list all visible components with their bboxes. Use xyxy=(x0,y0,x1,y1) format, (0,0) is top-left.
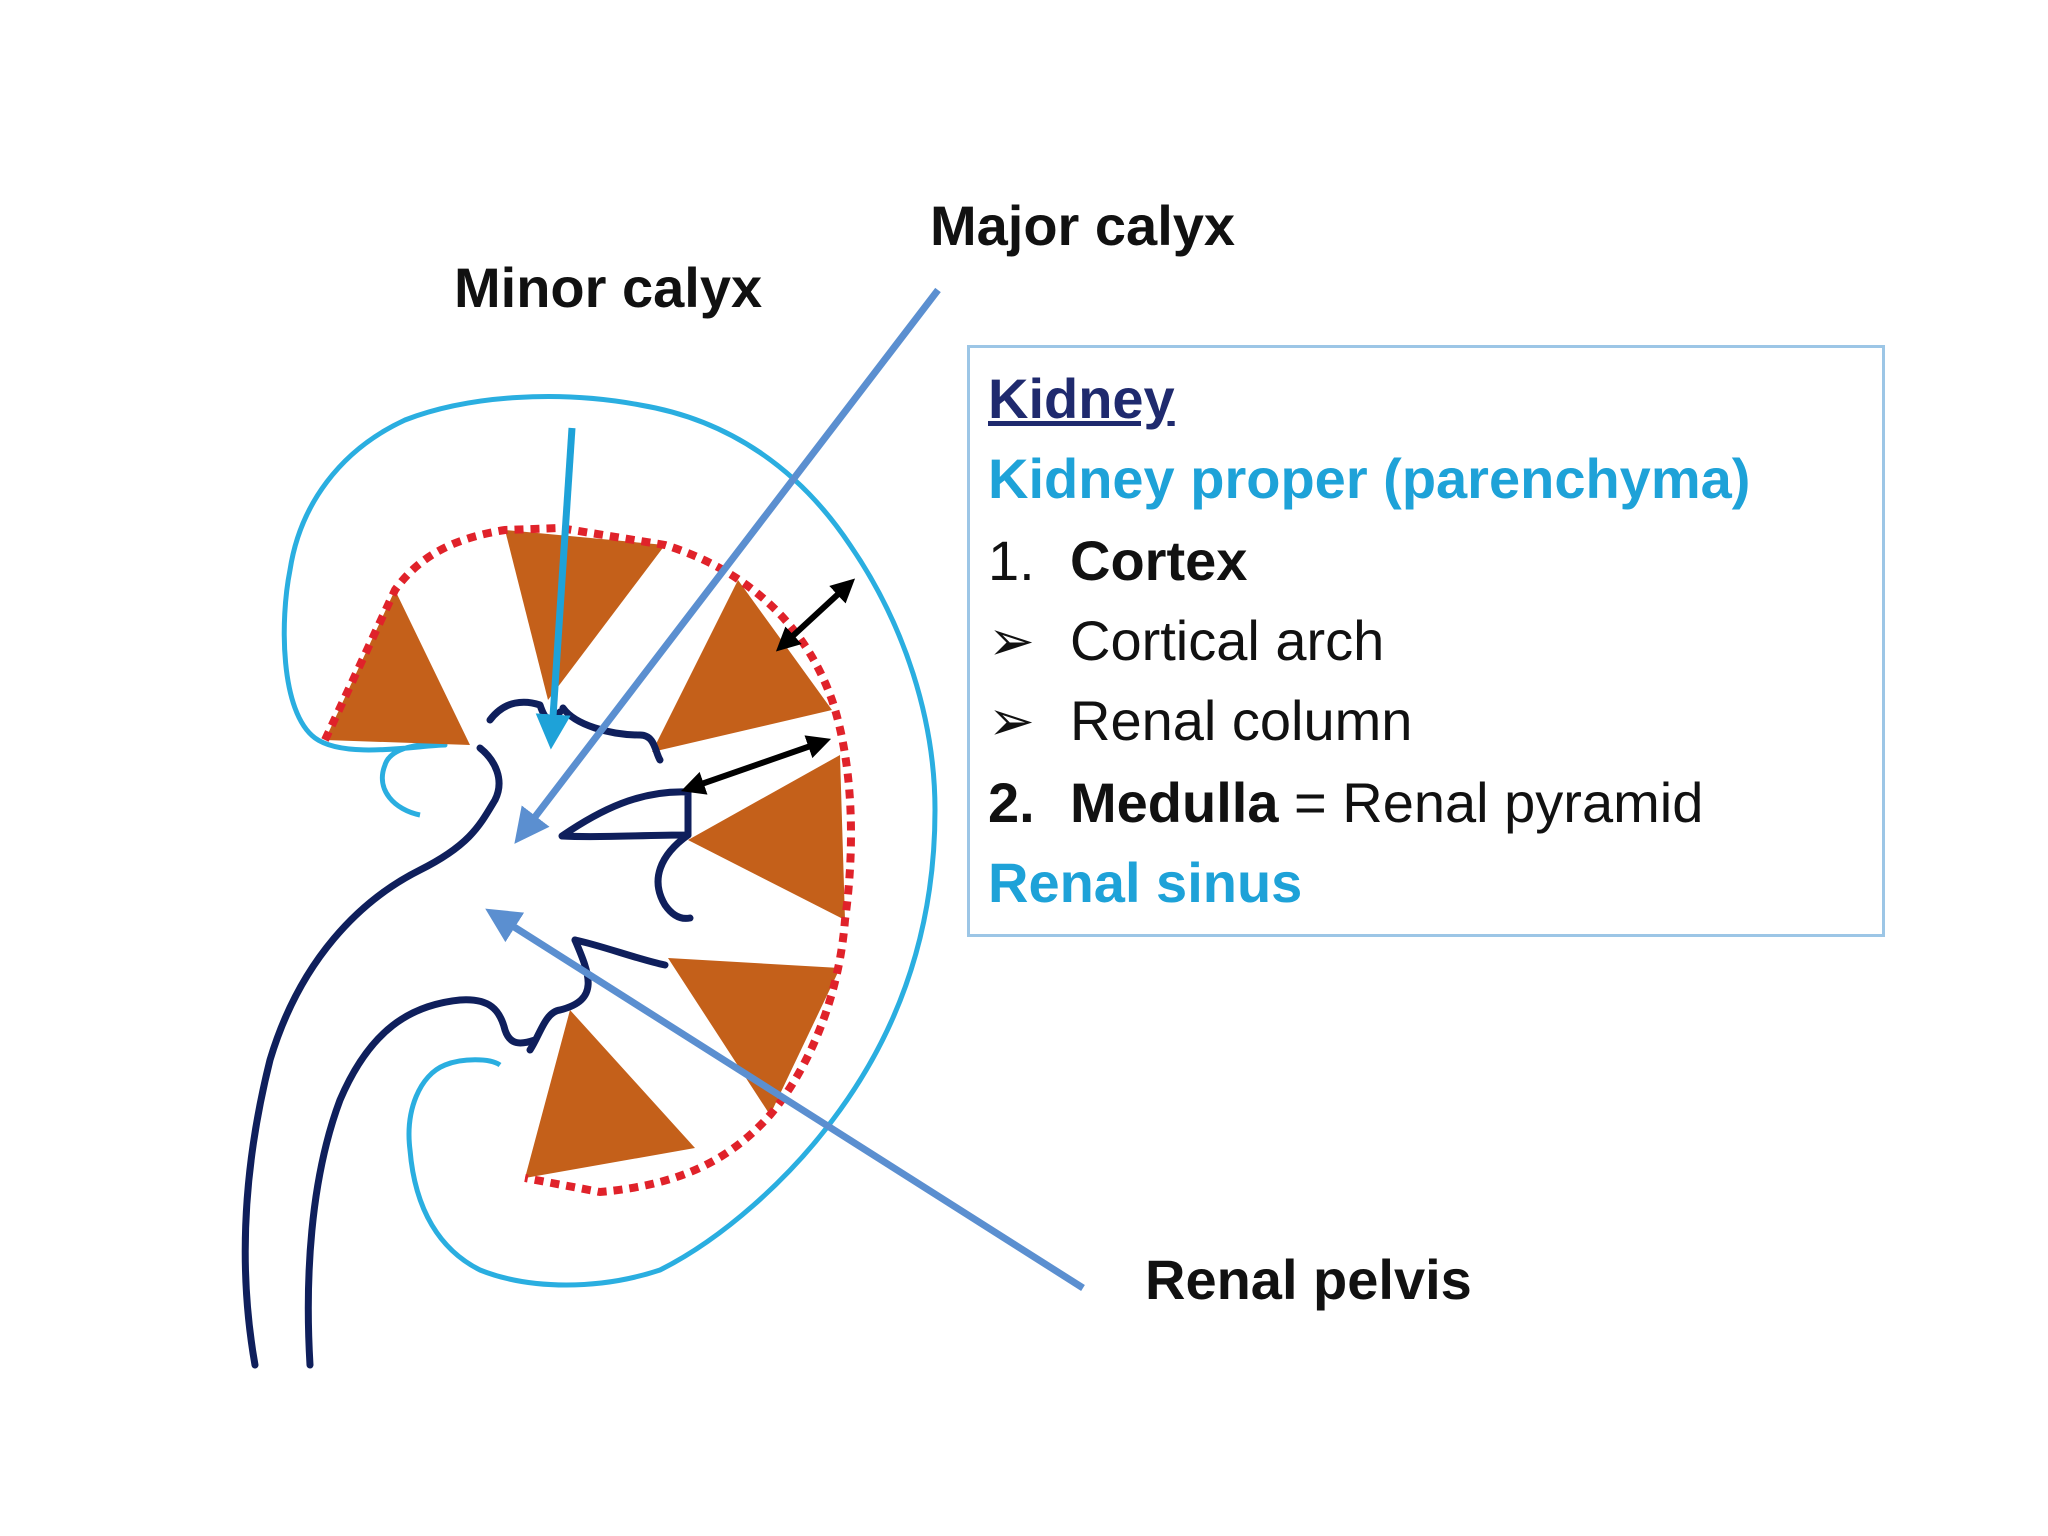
ureter-right-wall xyxy=(304,996,539,1369)
legend-item-definition: = Renal pyramid xyxy=(1278,771,1704,834)
legend-bullet-cortical-arch: ➢ Cortical arch xyxy=(988,608,1384,674)
major-calyx-upper xyxy=(558,788,692,841)
ureter-left-wall xyxy=(241,744,503,1369)
renal-column-width-arrow xyxy=(680,735,832,795)
renal-pyramid xyxy=(525,1010,695,1178)
legend-item-label: Cortex xyxy=(1070,529,1248,592)
renal-pyramid xyxy=(668,958,840,1115)
legend-item-number: 2. xyxy=(988,771,1035,834)
legend-bullet-label: Renal column xyxy=(1070,689,1413,752)
legend-bullet-label: Cortical arch xyxy=(1070,609,1385,672)
renal-pelvis-pointer xyxy=(485,908,1085,1291)
pelvis-upper-wall xyxy=(559,704,664,764)
major-calyx-pointer xyxy=(514,287,941,844)
legend-subtitle: Kidney proper (parenchyma) xyxy=(988,447,1751,510)
minor-calyx-pointer xyxy=(535,427,576,750)
renal-capsule xyxy=(281,394,938,1288)
arrow-bullet-icon: ➢ xyxy=(988,609,1035,672)
legend-title: Kidney xyxy=(988,367,1175,430)
legend-renal-sinus: Renal sinus xyxy=(988,851,1303,914)
major-calyx-label: Major calyx xyxy=(930,194,1236,257)
legend-box: Kidney Kidney proper (parenchyma) 1. Cort… xyxy=(967,345,1885,937)
legend-item-medulla: 2. Medulla = Renal pyramid xyxy=(988,770,1703,835)
minor-calyx-label: Minor calyx xyxy=(454,256,763,319)
cortex-boundary xyxy=(321,523,855,1197)
renal-pyramid xyxy=(325,590,470,745)
renal-pyramid xyxy=(688,755,845,920)
legend-item-cortex: 1. Cortex xyxy=(988,528,1247,593)
legend-item-number: 1. xyxy=(988,529,1035,592)
cortex-thickness-arrow xyxy=(775,578,856,652)
arrow-bullet-icon: ➢ xyxy=(988,689,1035,752)
renal-pyramids xyxy=(325,530,845,1178)
calyx-lower xyxy=(526,936,592,1054)
renal-pyramid xyxy=(505,530,665,700)
legend-item-label: Medulla xyxy=(1070,771,1279,834)
renal-pyramid xyxy=(652,580,832,752)
legend-bullet-renal-column: ➢ Renal column xyxy=(988,688,1412,754)
pelvis-lower-wall xyxy=(571,936,669,969)
renal-pelvis-label: Renal pelvis xyxy=(1145,1248,1472,1311)
calyx-mid xyxy=(654,831,694,922)
